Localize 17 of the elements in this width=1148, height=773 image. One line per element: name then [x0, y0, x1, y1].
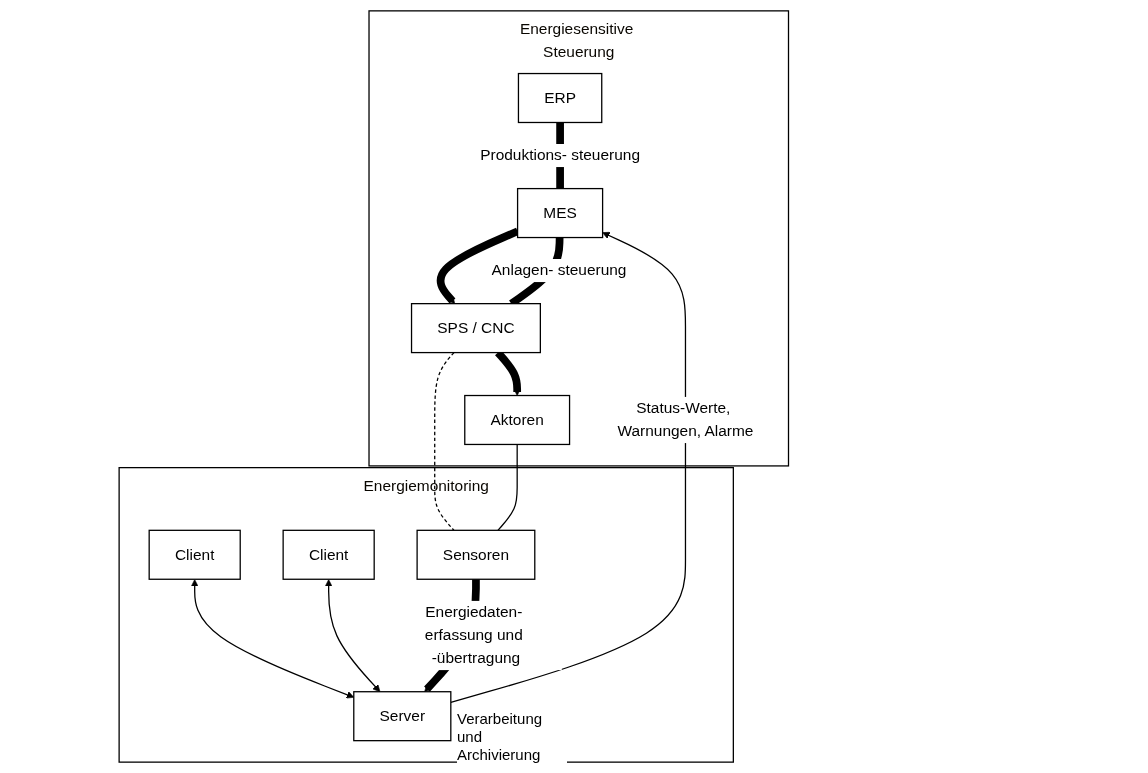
node-box: Client: [282, 529, 375, 580]
node-box: ERP: [518, 72, 603, 124]
connector: [497, 443, 518, 531]
connector: [434, 351, 455, 531]
edge-label: Status-Werte, Warnungen, Alarme: [617, 399, 754, 440]
node-box: Aktoren: [464, 394, 571, 446]
edge-label: Anlagen- steuerung: [491, 261, 627, 279]
edge-label: Energiedaten- erfassung und -übertragung: [425, 603, 523, 667]
node-box: Sensoren: [416, 529, 536, 580]
node-box: SPS / CNC: [411, 303, 542, 354]
node-box: Server: [353, 691, 452, 742]
arrow: [495, 350, 522, 396]
arrow: [436, 227, 520, 304]
node-box: Client: [148, 529, 242, 580]
arrow: [325, 579, 381, 693]
edge-label: Produktions- steuerung: [480, 146, 641, 164]
node-box: MES: [517, 187, 604, 239]
